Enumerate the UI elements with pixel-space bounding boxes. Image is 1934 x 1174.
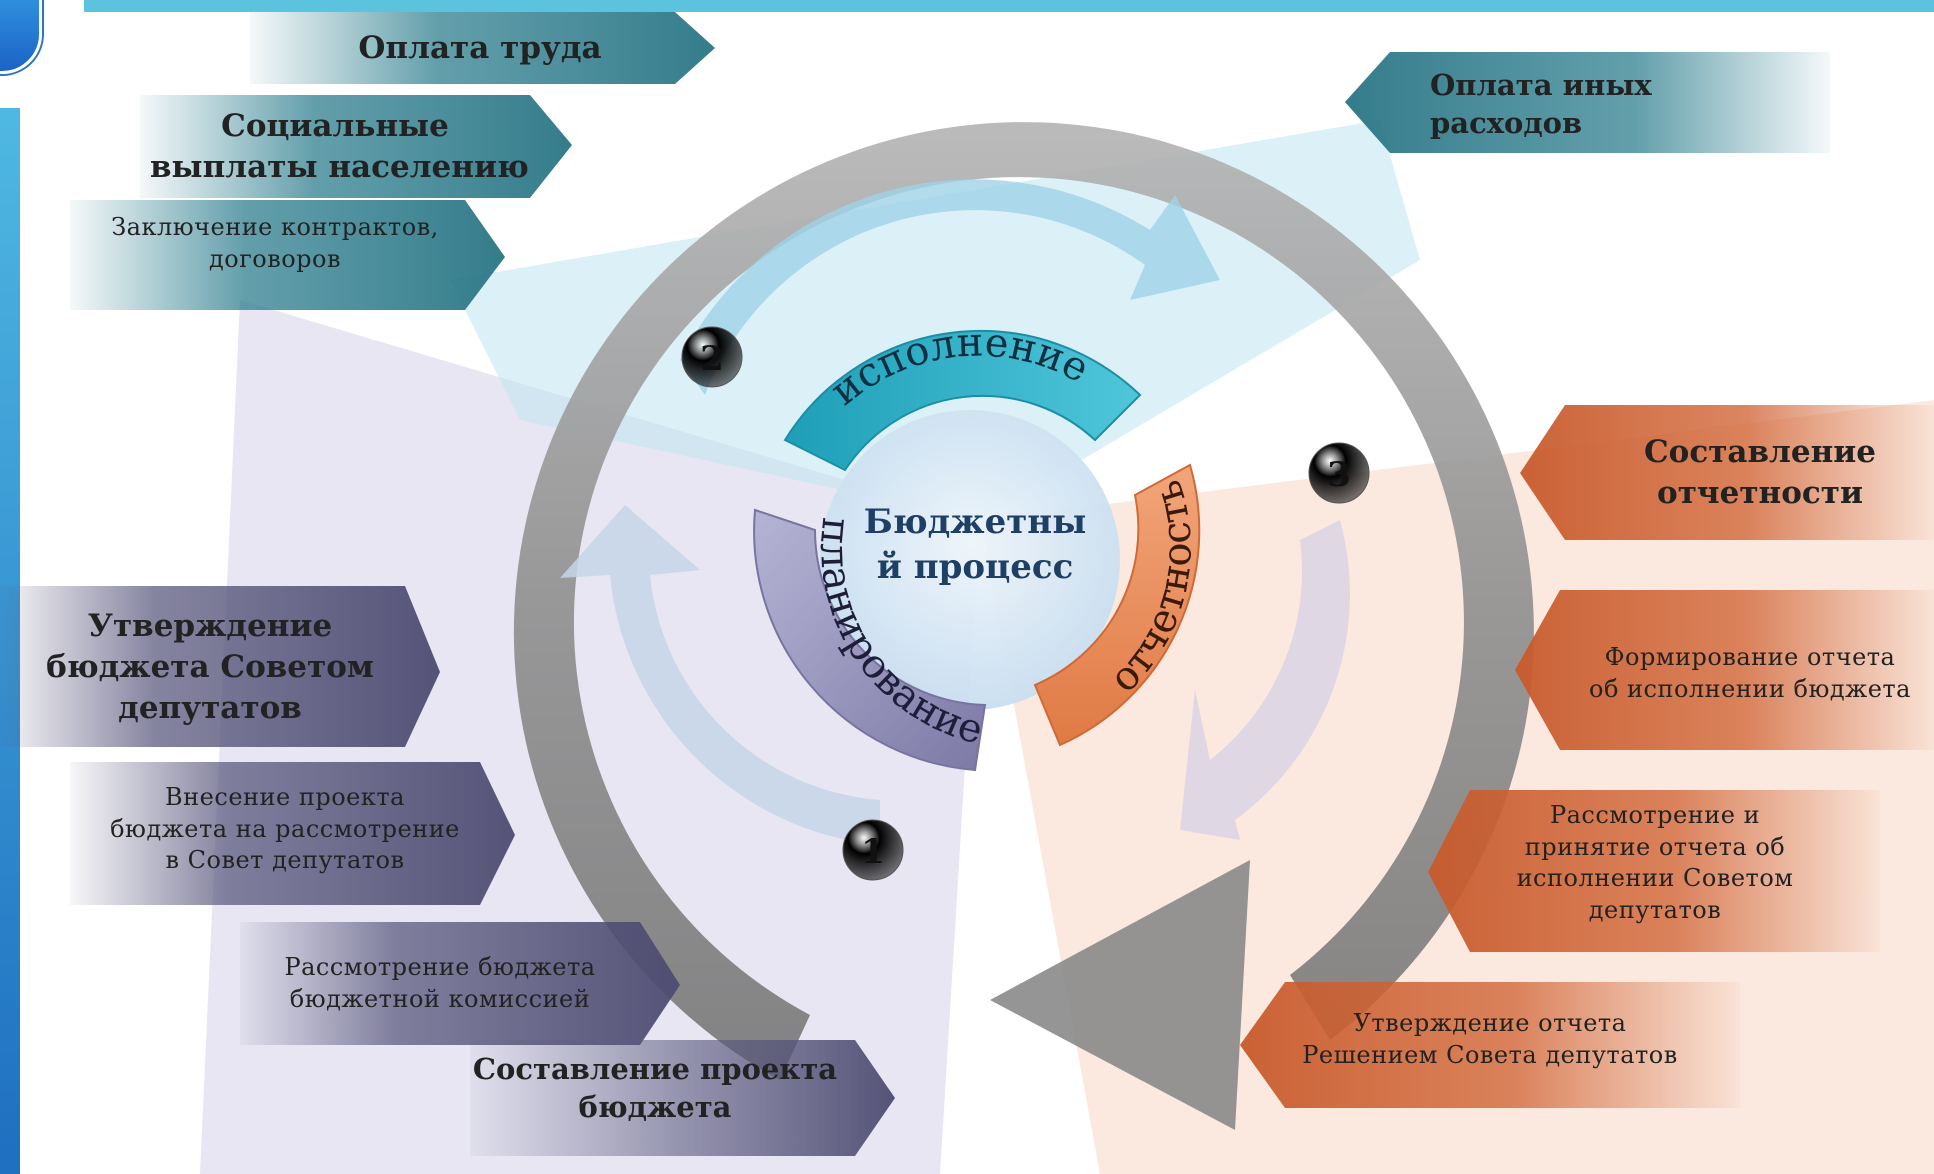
planning-tab-2 — [70, 762, 515, 905]
step-line: исполнении Советом — [1516, 864, 1794, 893]
execution-step-4: Оплата иных расходов — [1430, 66, 1660, 143]
planning-step-4: Составление проекта бюджета — [470, 1050, 840, 1127]
step-line: депутатов — [118, 689, 302, 726]
reporting-tab-4 — [1240, 982, 1740, 1108]
center-circle — [820, 410, 1120, 710]
stage-2-badge: 2 — [681, 326, 743, 388]
step-line: Составление проекта — [472, 1052, 838, 1086]
step-line: Социальные — [221, 108, 449, 144]
reporting-tab-1 — [1520, 405, 1934, 540]
center-title: Бюджетны й процесс — [860, 500, 1090, 590]
execution-step-3: Заключение контрактов, договоров — [90, 212, 460, 275]
step-line: договоров — [208, 244, 342, 273]
planning-tab-3 — [240, 922, 680, 1045]
planning-arrow — [560, 505, 880, 845]
step-line: принятие отчета об — [1524, 832, 1786, 861]
step-line: бюджета Советом — [46, 648, 374, 685]
svg-text:2: 2 — [700, 339, 724, 379]
step-line: Решением Совета депутатов — [1302, 1040, 1678, 1069]
step-line: бюджетной комиссией — [289, 984, 591, 1013]
step-line: об исполнении бюджета — [1589, 674, 1911, 703]
step-line: Оплата иных — [1430, 68, 1652, 102]
reporting-arrow — [1180, 520, 1350, 840]
svg-text:1: 1 — [861, 832, 885, 872]
step-line: Заключение контрактов, — [111, 213, 439, 241]
stage-3-badge: 3 — [1308, 442, 1370, 504]
execution-tab-1 — [250, 12, 715, 84]
step-line: в Совет депутатов — [165, 846, 405, 875]
reporting-step-4: Утверждение отчета Решением Совета депут… — [1270, 1008, 1710, 1071]
execution-arc — [783, 329, 1142, 472]
step-line: Рассмотрение бюджета — [284, 953, 596, 981]
planning-step-2: Внесение проекта бюджета на рассмотрение… — [85, 782, 485, 877]
execution-tab-4 — [1345, 52, 1830, 153]
planning-arc — [753, 508, 987, 772]
reporting-arc — [1033, 463, 1201, 747]
step-line: депутатов — [1588, 896, 1722, 925]
execution-tab-2 — [140, 95, 572, 198]
execution-step-2: Социальные выплаты населению — [150, 106, 529, 188]
cycle-ring-arrowhead — [990, 860, 1250, 1130]
step-line: Утверждение отчета — [1353, 1009, 1627, 1037]
stage-1-badge: 1 — [842, 819, 904, 881]
reporting-step-1: Составление отчетности — [1610, 432, 1910, 514]
center-title-line-1: Бюджетны — [863, 502, 1087, 542]
reporting-tab-3 — [1428, 790, 1880, 952]
step-line: отчетности — [1657, 474, 1863, 511]
reporting-tab-2 — [1515, 590, 1934, 750]
execution-tab-3 — [70, 200, 505, 310]
step-line: бюджета — [578, 1090, 732, 1125]
step-line: Внесение проекта — [165, 783, 405, 811]
step-line: Рассмотрение и — [1549, 801, 1761, 829]
svg-text:3: 3 — [1327, 455, 1351, 495]
step-line: Оплата труда — [358, 30, 602, 66]
step-line: выплаты населению — [150, 148, 529, 185]
planning-tab-1 — [0, 586, 440, 747]
step-line: Формирование отчета — [1604, 643, 1896, 671]
step-line: Утверждение — [87, 608, 333, 644]
step-line: бюджета на рассмотрение — [110, 814, 460, 843]
execution-arrow — [680, 179, 1220, 395]
reporting-step-2: Формирование отчета об исполнении бюджет… — [1570, 642, 1930, 705]
planning-step-3: Рассмотрение бюджета бюджетной комиссией — [260, 952, 620, 1015]
planning-step-1: Утверждение бюджета Советом депутатов — [40, 606, 380, 729]
planning-tab-4 — [470, 1040, 895, 1156]
execution-step-1: Оплата труда — [330, 28, 630, 69]
top-accent-bar — [84, 0, 1934, 12]
step-line: расходов — [1430, 106, 1583, 141]
step-line: Составление — [1643, 434, 1877, 470]
reporting-step-3: Рассмотрение и принятие отчета об исполн… — [1480, 800, 1830, 927]
center-title-line-2: й процесс — [876, 546, 1074, 587]
